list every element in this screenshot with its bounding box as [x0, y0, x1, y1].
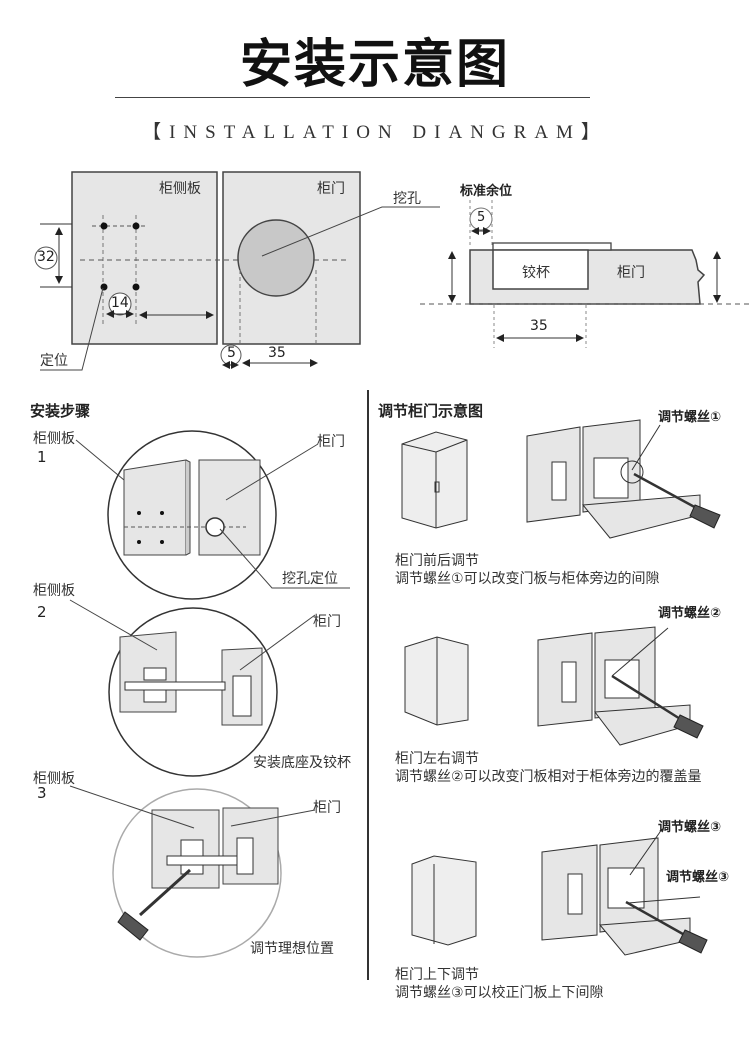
step-3-door-label: 柜门 [313, 800, 341, 816]
drill-point [132, 222, 140, 230]
step-1-caption: 挖孔定位 [282, 571, 338, 587]
door-label: 柜门 [317, 181, 345, 197]
cup-hole [237, 219, 315, 297]
drill-point [100, 222, 108, 230]
side-panel-drawing [34, 171, 218, 371]
standard-margin-label: 标准余位 [460, 184, 513, 199]
cup-dimension-35: 35 [530, 318, 548, 334]
page-title: 安装示意图 [239, 34, 510, 95]
step-3-caption: 调节理想位置 [250, 941, 334, 957]
section-door-label: 柜门 [617, 265, 645, 281]
step-1-number: 1 [37, 448, 47, 466]
column-divider [367, 390, 369, 980]
dimension-35: 35 [268, 345, 286, 361]
margin-dimension-5: 5 [477, 210, 486, 225]
position-label: 定位 [40, 353, 68, 369]
cross-section-drawing [420, 200, 750, 348]
step-3-side-label: 柜侧板 [33, 771, 75, 787]
drill-point [100, 283, 108, 291]
door-panel-drawing [80, 171, 440, 369]
adjust-1-title: 柜门前后调节 [395, 553, 479, 569]
step-2-side-label: 柜侧板 [33, 583, 75, 599]
adjust-3-screw-label-2: 调节螺丝③ [666, 870, 730, 885]
step-1-side-label: 柜侧板 [33, 431, 75, 447]
install-steps-heading: 安装步骤 [30, 402, 91, 420]
adjust-3-drawing [411, 831, 708, 956]
dimension-32: 32 [37, 249, 55, 265]
step-2-caption: 安装底座及铰杯 [253, 755, 351, 771]
adjust-2-description: 调节螺丝②可以改变门板相对于柜体旁边的覆盖量 [395, 769, 702, 785]
adjust-1-description: 调节螺丝①可以改变门板与柜体旁边的间隙 [395, 571, 660, 587]
page-subtitle: 【INSTALLATION DIANGRAM】 [142, 122, 608, 143]
adjust-1-screw-label: 调节螺丝① [658, 410, 722, 425]
adjust-3-screw-label: 调节螺丝③ [658, 820, 722, 835]
step-1-door-label: 柜门 [317, 434, 345, 450]
adjust-3-title: 柜门上下调节 [395, 967, 479, 983]
adjust-1-drawing [401, 419, 721, 539]
step-1-drawing [75, 430, 350, 600]
step-3-number: 3 [37, 784, 47, 802]
step-2-door-label: 柜门 [313, 614, 341, 630]
dimension-14: 14 [111, 295, 129, 311]
step-2-drawing [69, 599, 316, 777]
hole-label: 挖孔 [393, 191, 421, 207]
adjust-2-screw-label: 调节螺丝② [658, 606, 722, 621]
adjust-3-description: 调节螺丝③可以校正门板上下间隙 [395, 985, 604, 1001]
adjustment-heading: 调节柜门示意图 [378, 402, 484, 420]
side-panel-label: 柜侧板 [159, 181, 201, 197]
step-2-number: 2 [37, 603, 47, 621]
adjust-2-title: 柜门左右调节 [395, 751, 479, 767]
step-3-drawing [69, 785, 316, 958]
hinge-cup-label: 铰杯 [522, 265, 550, 281]
adjust-2-drawing [404, 626, 704, 746]
drill-point [132, 283, 140, 291]
dimension-5: 5 [227, 345, 236, 361]
title-divider [115, 97, 590, 98]
